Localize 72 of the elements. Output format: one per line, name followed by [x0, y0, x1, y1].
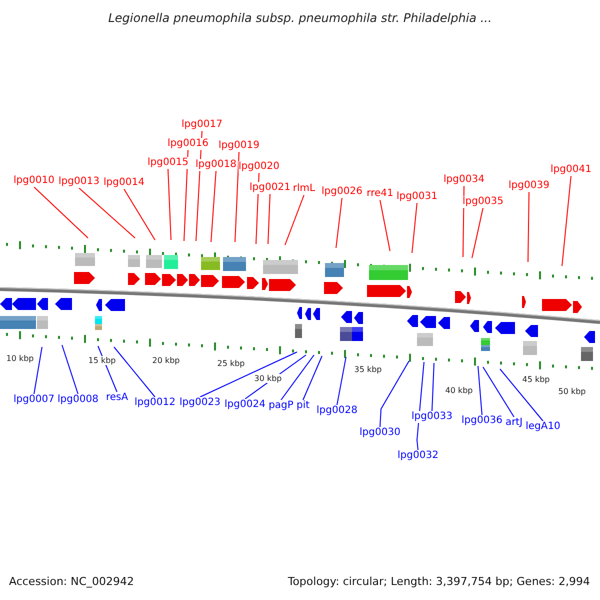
gene-label: lpg0007 — [14, 394, 54, 406]
gene-label: rlmL — [292, 183, 316, 195]
leader-line — [336, 198, 342, 248]
gene-label: lpg0041 — [550, 164, 592, 176]
leader-line — [432, 362, 434, 412]
scale-label: 50 kbp — [558, 387, 586, 396]
leader-line — [284, 194, 304, 246]
gene-label: lpg0034 — [444, 174, 484, 186]
leader-line — [528, 192, 530, 262]
gene-label: pit — [296, 400, 310, 412]
leader-line — [78, 188, 136, 238]
leader-line — [200, 352, 298, 398]
leader-line — [184, 150, 188, 242]
leader-line — [210, 170, 216, 242]
gene-label: lpg0020 — [238, 161, 280, 173]
leader-line — [34, 346, 42, 394]
scale-label: 25 kbp — [217, 359, 245, 368]
leader-line — [302, 356, 322, 400]
gene-label: lpg0031 — [396, 191, 438, 203]
leader-line — [478, 366, 482, 416]
gene-label: lpg0014 — [104, 177, 144, 189]
leader-line — [114, 346, 156, 398]
scale-label: 10 kbp — [6, 354, 34, 363]
scale-label: 35 kbp — [354, 365, 382, 374]
leader-line — [472, 208, 484, 258]
leader-line — [62, 344, 78, 394]
leader-line — [482, 366, 514, 418]
scale-label: 15 kbp — [88, 356, 116, 365]
gene-label: lpg0033 — [412, 411, 452, 423]
gene-label: lpg0019 — [218, 140, 260, 152]
leader-line — [124, 188, 156, 240]
scale-label: 40 kbp — [445, 386, 473, 395]
gene-label: lpg0039 — [508, 180, 550, 192]
leader-line — [380, 360, 410, 428]
gene-label: lpg0016 — [168, 138, 208, 150]
footer-note: Accession: NC_002942 — [9, 576, 134, 588]
gene-label: lpg0013 — [58, 176, 100, 188]
gene-label: lpg0012 — [134, 397, 176, 409]
leader-line — [234, 152, 240, 242]
gene-label: lpg0028 — [316, 405, 358, 417]
gene-label: pagP — [268, 400, 294, 412]
leader-line — [412, 202, 418, 254]
gene-label: lpg0026 — [322, 186, 362, 198]
gene-label: lpg0018 — [196, 159, 236, 171]
scale-label: 45 kbp — [522, 375, 550, 384]
leader-line — [380, 200, 390, 252]
gene-label: lpg0024 — [224, 399, 266, 411]
gene-label: lpg0008 — [58, 394, 98, 406]
gene-label: lpg0036 — [462, 415, 502, 427]
leader-line — [280, 354, 314, 400]
scale-label: 20 kbp — [152, 356, 180, 365]
gene-label: lpg0021 — [250, 182, 290, 194]
leader-line — [34, 186, 88, 238]
gene-label: lpg0017 — [182, 119, 222, 131]
leader-line — [562, 176, 572, 266]
leader-line — [336, 356, 346, 406]
gene-label: lpg0030 — [360, 427, 400, 439]
gene-label: artJ — [505, 417, 523, 429]
gene-label: lpg0010 — [14, 175, 54, 187]
gene-label: legA10 — [526, 421, 560, 433]
leader-line — [500, 368, 544, 422]
leader-line — [416, 362, 424, 450]
gene-label: lpg0032 — [398, 450, 438, 462]
scale-label: 30 kbp — [254, 374, 282, 383]
gene-label: lpg0015 — [148, 157, 188, 169]
title: Legionella pneumophila subsp. pneumophila str. Philadelphia ... — [107, 12, 493, 24]
leader-line — [268, 194, 270, 244]
gene-label: lpg0035 — [462, 196, 504, 208]
leader-line — [168, 168, 172, 240]
gene-label: lpg0023 — [180, 397, 220, 409]
gene-label: rre41 — [366, 188, 394, 200]
footer-note: Topology: circular; Length: 3,397,754 bp; Genes: 2,994 — [288, 576, 590, 588]
